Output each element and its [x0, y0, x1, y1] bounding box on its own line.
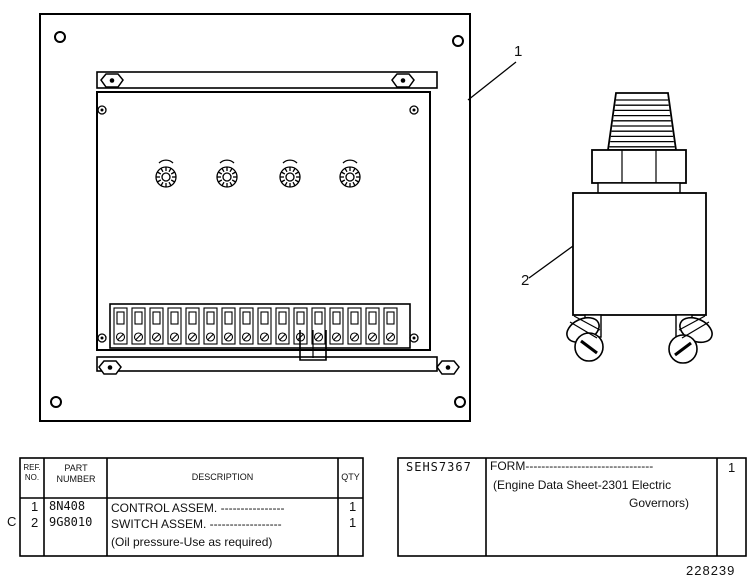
form-number: SEHS7367 — [406, 460, 472, 474]
header-description: DESCRIPTION — [191, 472, 254, 482]
callout-2-leader — [528, 245, 574, 279]
illustration-number: 228239 — [686, 563, 736, 578]
terminal-3 — [149, 307, 164, 345]
terminal-1 — [113, 307, 128, 345]
terminal-14 — [347, 307, 362, 345]
terminal-9 — [257, 307, 272, 345]
plate-hole-tl — [54, 31, 66, 43]
row-1-part: 8N408 — [49, 499, 86, 513]
form-title-line-2: Governors) — [629, 496, 690, 510]
row-2-note: (Oil pressure-Use as required) — [111, 535, 273, 549]
plate-hole-tr — [452, 35, 464, 47]
terminal-5 — [185, 307, 200, 345]
form-label: FORM-------------------------------- — [490, 459, 654, 473]
form-title-line-1: (Engine Data Sheet-2301 Electric — [493, 478, 672, 492]
plate-hole-bl — [50, 396, 62, 408]
terminal-13 — [329, 307, 344, 345]
terminal-12 — [311, 307, 326, 345]
change-marker: C — [7, 514, 17, 529]
top-bracket — [96, 71, 438, 89]
form-qty: 1 — [728, 460, 736, 475]
terminal-7 — [221, 307, 236, 345]
switch-body — [572, 192, 707, 316]
terminal-4 — [167, 307, 182, 345]
switch-hex-nut — [591, 149, 687, 184]
terminal-jumper — [299, 330, 327, 361]
terminal-15 — [365, 307, 380, 345]
terminal-10 — [275, 307, 290, 345]
row-2-ref: 2 — [31, 515, 39, 530]
parts-table — [19, 457, 364, 557]
plate-hole-br — [454, 396, 466, 408]
terminal-8 — [239, 307, 254, 345]
control-box — [96, 91, 431, 351]
terminal-2 — [131, 307, 146, 345]
terminal-6 — [203, 307, 218, 345]
row-1-qty: 1 — [349, 499, 357, 514]
row-2-qty: 1 — [349, 515, 357, 530]
callout-1-label: 1 — [514, 43, 523, 60]
row-2-description: SWITCH ASSEM. ------------------ — [111, 517, 282, 531]
mounting-plate — [39, 13, 471, 422]
bottom-bracket — [96, 356, 438, 372]
callout-2-label: 2 — [521, 272, 530, 289]
terminal-strip — [109, 303, 411, 349]
row-2-part: 9G8010 — [49, 515, 93, 529]
row-1-description: CONTROL ASSEM. ---------------- — [111, 501, 285, 515]
terminal-16 — [383, 307, 398, 345]
header-ref-no: REF. NO. — [23, 463, 41, 482]
header-part-number: PART NUMBER — [56, 463, 96, 484]
header-qty: QTY — [341, 472, 360, 482]
form-table — [397, 457, 747, 557]
row-1-ref: 1 — [31, 499, 39, 514]
callout-1-leader — [467, 61, 517, 101]
